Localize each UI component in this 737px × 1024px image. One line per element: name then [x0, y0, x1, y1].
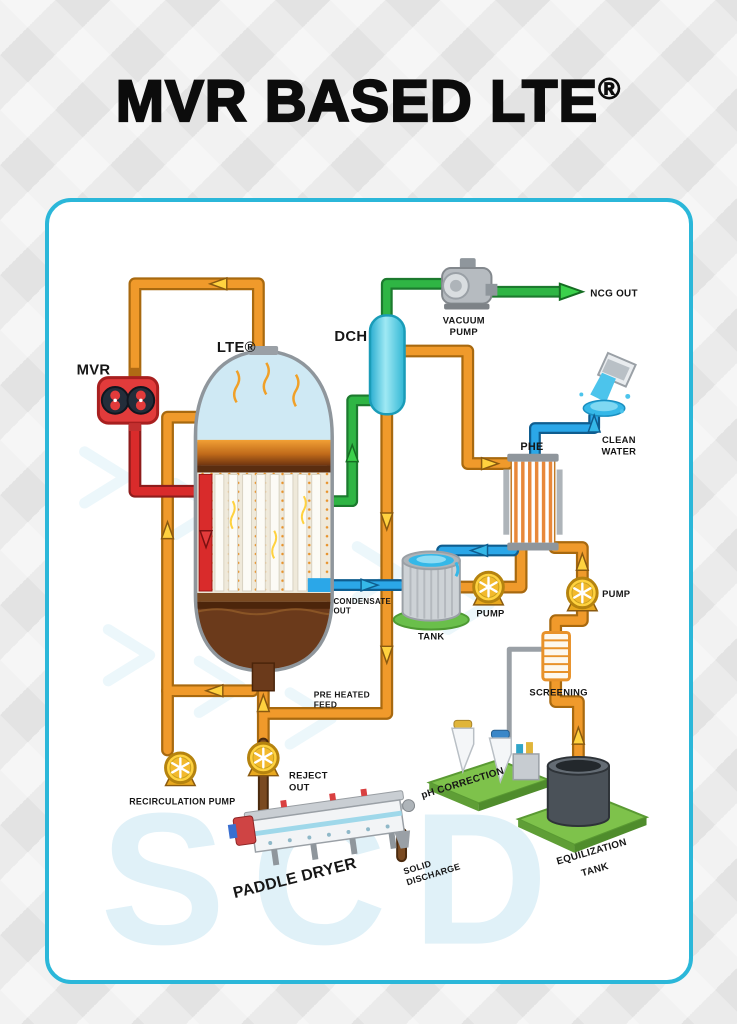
page-title: MVR BASED LTE® — [0, 68, 737, 135]
clean-water-label-1: CLEAN — [602, 435, 636, 445]
reject-label-2: OUT — [289, 783, 310, 793]
reject-label-1: REJECT — [289, 771, 328, 781]
pump-left-label: PUMP — [476, 609, 504, 619]
equalization-label-2: TANK — [580, 861, 610, 879]
clean-water-label-2: WATER — [602, 447, 637, 457]
pre-heated-feed-label-2: FEED — [314, 700, 338, 710]
vacuum-pump-icon — [441, 258, 498, 310]
screening-label: SCREENING — [529, 688, 587, 698]
process-diagram: SCD — [77, 258, 650, 980]
condensate-out-label-1: CONDENSATE — [333, 597, 391, 606]
phe-label: PHE — [520, 441, 543, 453]
pump-right-label: PUMP — [602, 589, 630, 599]
mvr-label: MVR — [77, 363, 111, 379]
gray-pipe — [506, 646, 546, 741]
lte-evaporator-icon — [193, 346, 334, 692]
equalization-tank-icon — [515, 755, 650, 853]
ncg-out-label: NCG OUT — [590, 289, 638, 300]
vacuum-pump-label-2: PUMP — [450, 327, 478, 337]
screening-icon — [541, 631, 571, 682]
red-pipe — [130, 421, 206, 496]
reject-pump-icon — [247, 741, 280, 778]
registered-mark: ® — [598, 73, 622, 107]
recirculation-pump-icon — [164, 751, 197, 788]
diagram-panel: SCD — [45, 198, 693, 984]
condensate-tank-icon — [392, 550, 470, 631]
pre-heated-feed-label-1: PRE HEATED — [314, 690, 370, 700]
tank-label: TANK — [418, 631, 445, 641]
paddle-dryer-icon — [227, 788, 416, 866]
condensate-pump-icon — [472, 570, 505, 607]
hydrocyclone-vessel — [451, 719, 512, 785]
vacuum-pump-label-1: VACUUM — [443, 315, 485, 325]
recirculation-pump-label: RECIRCULATION PUMP — [129, 796, 235, 806]
feed-pump-icon — [566, 576, 599, 613]
mvr-blower-icon — [96, 367, 160, 431]
phe-exchanger-icon — [503, 453, 563, 551]
lte-label: LTE® — [217, 340, 256, 356]
clean-water-icon — [579, 351, 637, 417]
dch-label: DCH — [334, 329, 367, 345]
condensate-out-label-2: OUT — [333, 607, 351, 616]
dch-column-icon — [368, 314, 406, 416]
ncg-arrow-icon — [558, 282, 584, 301]
page-title-text: MVR BASED LTE — [115, 68, 599, 135]
